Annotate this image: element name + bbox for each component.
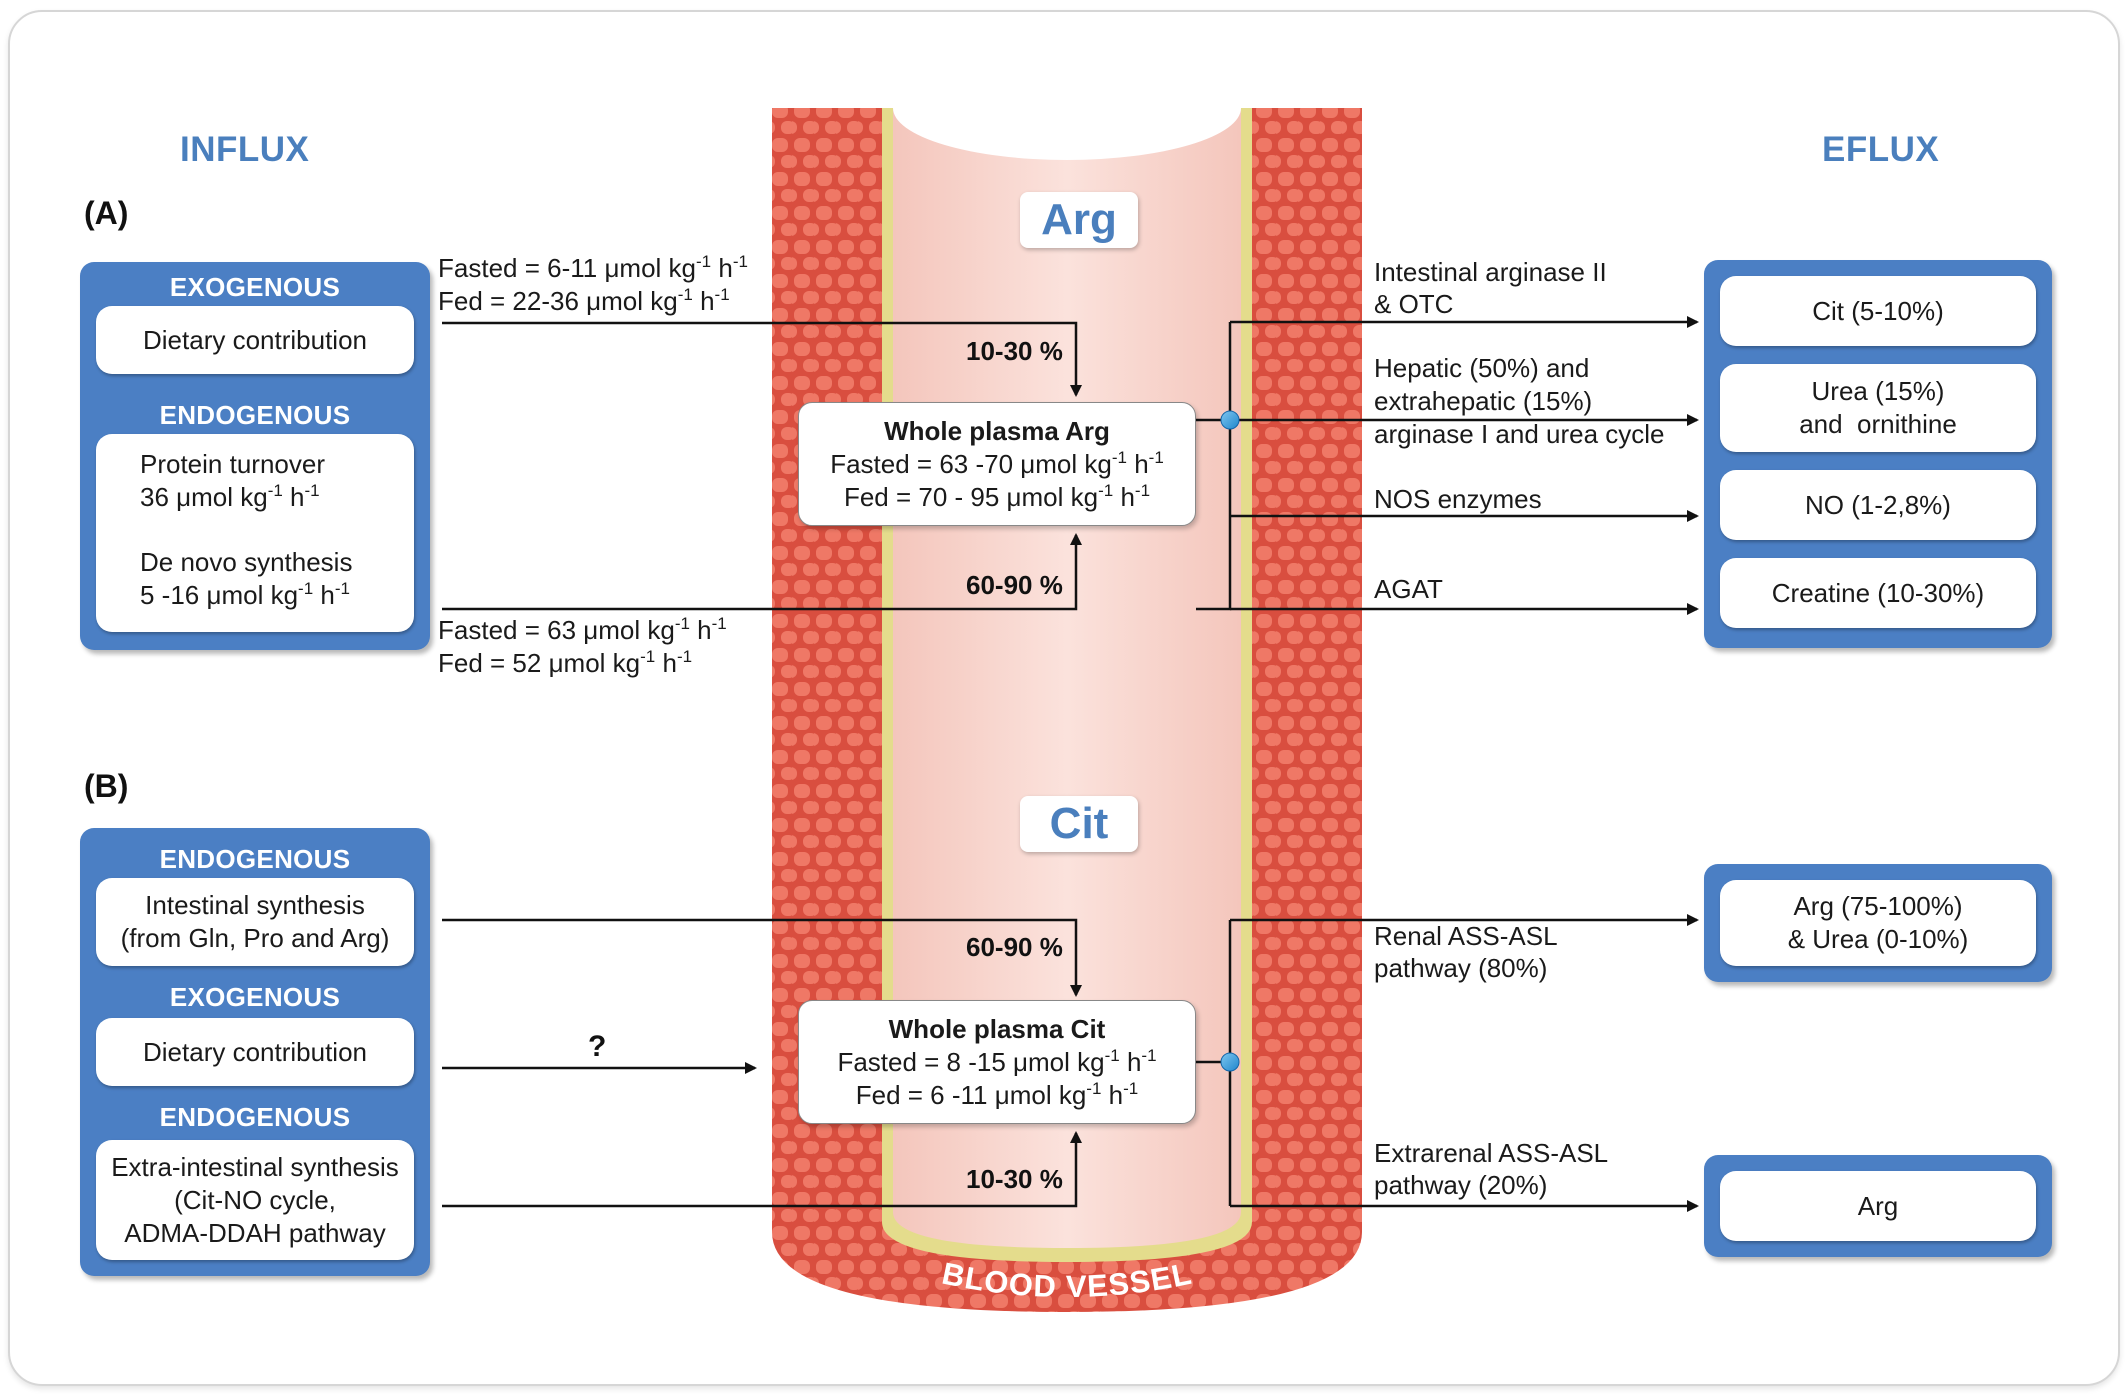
efflux-intestinal-arginase: Intestinal arginase II [1374, 257, 1607, 287]
plasma-cit-fed: Fed = 6 -11 μmol kg-1 h-1 [855, 1078, 1139, 1110]
b-influx-panel: ENDOGENOUS Intestinal synthesis (from Gl… [80, 828, 430, 1276]
a-endogenous-box: Protein turnover 36 μmol kg-1 h-1 De nov… [96, 434, 414, 632]
arg-extrarenal-output-box: Arg [1720, 1171, 2036, 1241]
plasma-arg-fed: Fed = 70 - 95 μmol kg-1 h-1 [843, 480, 1151, 512]
a-efflux-panel: Cit (5-10%) Urea (15%) and ornithine NO … [1704, 260, 2052, 648]
a-dietary-box: Dietary contribution [96, 306, 414, 374]
vessel-opening [893, 56, 1241, 160]
arg-urea-output-box: Arg (75-100%) & Urea (0-10%) [1720, 880, 2036, 966]
plasma-arg-title: Whole plasma Arg [884, 415, 1110, 446]
a-top-fasted: Fasted = 6-11 μmol kg-1 h-1 [438, 252, 748, 283]
urea-b-output-text: & Urea (0-10%) [1787, 924, 1969, 954]
a-top-fed: Fed = 22-36 μmol kg-1 h-1 [438, 285, 730, 316]
intestinal-synthesis-text: Intestinal synthesis [145, 890, 365, 920]
intestinal-synthesis-box: Intestinal synthesis (from Gln, Pro and … [96, 878, 414, 966]
creatine-output-box: Creatine (10-30%) [1720, 558, 2036, 628]
plasma-cit-fasted: Fasted = 8 -15 μmol kg-1 h-1 [837, 1045, 1157, 1077]
b-efflux-panel-1: Arg (75-100%) & Urea (0-10%) [1704, 864, 2052, 982]
b-question: ? [588, 1030, 607, 1063]
efflux-hepatic: Hepatic (50%) and [1374, 353, 1590, 383]
efflux-nos: NOS enzymes [1374, 484, 1542, 514]
a-endogenous-title: ENDOGENOUS [159, 400, 351, 430]
a-bottom-fasted: Fasted = 63 μmol kg-1 h-1 [438, 614, 727, 645]
creatine-output-text: Creatine (10-30%) [1771, 577, 1985, 608]
adma-ddah-text: ADMA-DDAH pathway [124, 1217, 386, 1248]
efflux-renal-ass-asl: Renal ASS-ASL [1374, 921, 1558, 951]
arg-output-text: Arg (75-100%) [1793, 891, 1963, 921]
efflux-extrahepatic: extrahepatic (15%) [1374, 386, 1593, 416]
a-bottom-pct: 60-90 % [966, 570, 1063, 600]
b-dietary-text: Dietary contribution [143, 1036, 367, 1067]
eflux-header: EFLUX [1822, 130, 1940, 169]
efflux-renal-pct: pathway (80%) [1374, 953, 1548, 983]
no-output-text: NO (1-2,8%) [1805, 489, 1951, 520]
b-dietary-box: Dietary contribution [96, 1018, 414, 1086]
efflux-arginase-urea: arginase I and urea cycle [1374, 419, 1665, 449]
urea-output-box: Urea (15%) and ornithine [1720, 364, 2036, 452]
no-output-box: NO (1-2,8%) [1720, 470, 2036, 540]
a-top-pct: 10-30 % [966, 336, 1063, 366]
efflux-extrarenal-pct: pathway (20%) [1374, 1170, 1548, 1200]
plasma-arg-fasted: Fasted = 63 -70 μmol kg-1 h-1 [830, 447, 1164, 479]
extra-intestinal-box: Extra-intestinal synthesis (Cit-NO cycle… [96, 1140, 414, 1260]
b-endogenous-title-1: ENDOGENOUS [159, 844, 351, 874]
b-endogenous-title-2: ENDOGENOUS [159, 1102, 351, 1132]
urea-output-text: Urea (15%) [1811, 376, 1945, 406]
a-bottom-fed: Fed = 52 μmol kg-1 h-1 [438, 647, 693, 678]
de-novo-rate: 5 -16 μmol kg-1 h-1 [140, 579, 350, 610]
a-influx-panel: EXOGENOUS Dietary contribution ENDOGENOU… [80, 262, 430, 650]
efflux-otc: & OTC [1374, 289, 1454, 319]
influx-header: INFLUX [180, 130, 310, 169]
whole-plasma-cit-box: Whole plasma Cit Fasted = 8 -15 μmol kg-… [798, 1000, 1196, 1124]
efflux-agat: AGAT [1374, 574, 1443, 604]
efflux-extrarenal-ass-asl: Extrarenal ASS-ASL [1374, 1138, 1609, 1168]
a-exogenous-title: EXOGENOUS [169, 272, 341, 302]
intestinal-synthesis-sources: (from Gln, Pro and Arg) [120, 923, 390, 953]
protein-turnover-rate: 36 μmol kg-1 h-1 [140, 481, 320, 512]
b-efflux-panel-2: Arg [1704, 1155, 2052, 1257]
cit-no-cycle-text: (Cit-NO cycle, [174, 1184, 336, 1215]
ornithine-output-text: and ornithine [1799, 409, 1957, 439]
de-novo-label: De novo synthesis [140, 547, 353, 577]
vessel-lumen [893, 108, 1241, 1248]
arg-vessel-label: Arg [1020, 192, 1138, 248]
whole-plasma-arg-box: Whole plasma Arg Fasted = 63 -70 μmol kg… [798, 402, 1196, 526]
plasma-cit-title: Whole plasma Cit [888, 1013, 1106, 1044]
cit-output-box: Cit (5-10%) [1720, 276, 2036, 346]
protein-turnover-label: Protein turnover [140, 449, 325, 479]
extra-intestinal-text: Extra-intestinal synthesis [111, 1151, 399, 1182]
section-b-label: (B) [84, 768, 129, 804]
cit-vessel-label: Cit [1020, 796, 1138, 852]
b-exogenous-title: EXOGENOUS [169, 982, 341, 1012]
b-bottom-pct: 10-30 % [966, 1164, 1063, 1194]
arg-extrarenal-output-text: Arg [1857, 1190, 1899, 1221]
section-a-label: (A) [84, 195, 129, 231]
b-top-pct: 60-90 % [966, 932, 1063, 962]
cit-output-text: Cit (5-10%) [1812, 295, 1944, 326]
a-dietary-text: Dietary contribution [143, 324, 367, 355]
